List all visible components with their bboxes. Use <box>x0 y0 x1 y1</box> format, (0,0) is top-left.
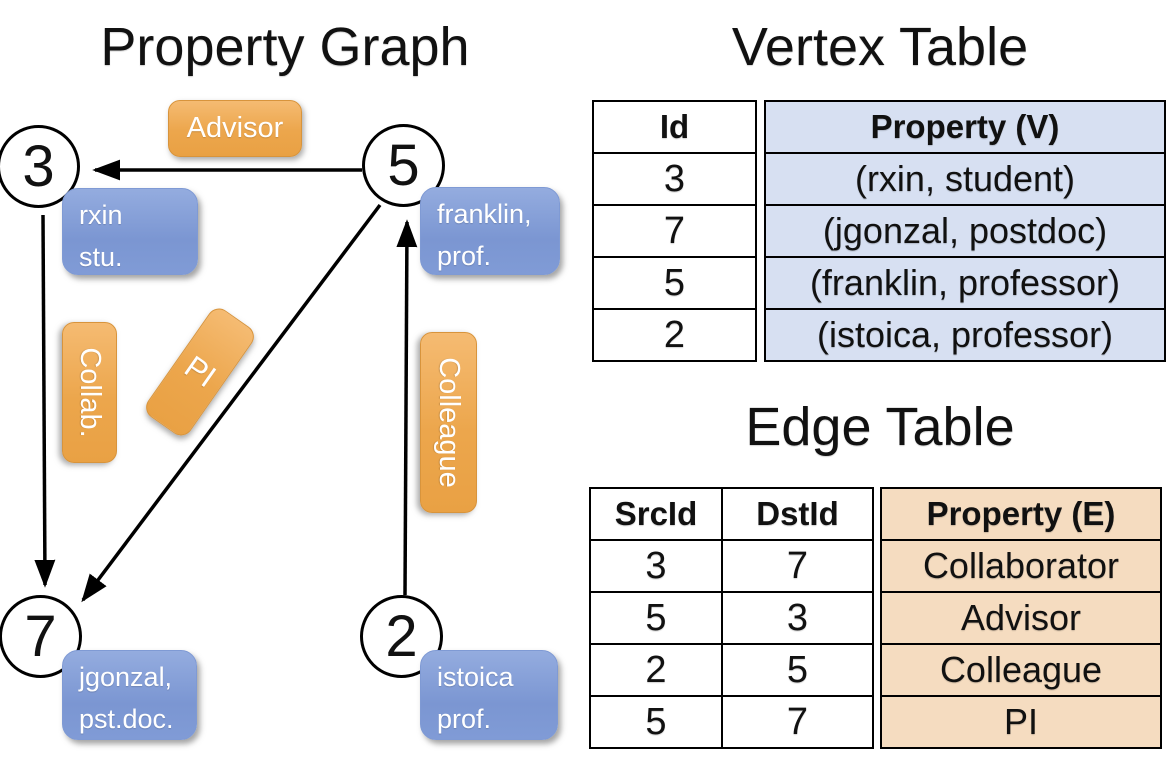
edge-src-cell: 5 <box>589 695 723 749</box>
edge-src-cell: 5 <box>589 591 723 645</box>
edge-dst-cell: 5 <box>721 643 874 697</box>
edge-dst-cell: 7 <box>721 539 874 593</box>
vertex-property-box-rxin: rxin stu. <box>62 188 198 275</box>
table-row: 5 <box>592 256 757 310</box>
edge-property-cell: Colleague <box>880 643 1162 697</box>
edge-src-cell: 3 <box>589 539 723 593</box>
table-row: 5 7 <box>589 695 874 749</box>
edge-property-cell: PI <box>880 695 1162 749</box>
vertex-property-line: pst.doc. <box>79 704 174 734</box>
table-row: 2 <box>592 308 757 362</box>
table-header-row: Property (V) <box>764 100 1166 154</box>
edge-src-cell: 2 <box>589 643 723 697</box>
table-row: (jgonzal, postdoc) <box>764 204 1166 258</box>
vertex-property-box-jgonzal: jgonzal, pst.doc. <box>62 650 197 740</box>
table-row: 3 <box>592 152 757 206</box>
vertex-table-title: Vertex Table <box>731 17 1029 77</box>
vertex-property-line: franklin, <box>437 199 532 229</box>
edge-line-pi-5-to-7 <box>81 203 382 603</box>
vertex-table: Id 3 7 5 2 Property (V) (rxin, student) … <box>592 100 1166 362</box>
table-row: 5 3 <box>589 591 874 645</box>
table-row: Advisor <box>880 591 1162 645</box>
vertex-property-box-istoica: istoica prof. <box>420 650 558 740</box>
vertex-id-cell: 2 <box>592 308 757 362</box>
vertex-property-cell: (franklin, professor) <box>764 256 1166 310</box>
vertex-property-line: prof. <box>437 241 492 271</box>
node-3-id: 3 <box>22 134 55 199</box>
vertex-property-line: jgonzal, <box>79 662 173 692</box>
vertex-id-cell: 5 <box>592 256 757 310</box>
edge-table-header-dstid: DstId <box>721 487 874 541</box>
edge-table-header-property: Property (E) <box>880 487 1162 541</box>
edge-table-header-srcid: SrcId <box>589 487 723 541</box>
node-2-id: 2 <box>385 604 418 669</box>
vertex-property-line: prof. <box>437 704 492 734</box>
edge-label-advisor: Advisor <box>168 100 302 157</box>
node-5-id: 5 <box>387 133 420 198</box>
vertex-table-header-property: Property (V) <box>764 100 1166 154</box>
edge-label-colleague: Colleague <box>420 332 477 513</box>
edge-table-title: Edge Table <box>745 397 1015 457</box>
vertex-id-cell: 3 <box>592 152 757 206</box>
edge-property-cell: Advisor <box>880 591 1162 645</box>
table-row: (franklin, professor) <box>764 256 1166 310</box>
vertex-table-id-column: Id 3 7 5 2 <box>592 100 757 362</box>
table-row: Collaborator <box>880 539 1162 593</box>
vertex-property-line: rxin <box>79 200 123 230</box>
edge-table-id-columns: SrcId DstId 3 7 5 3 2 5 5 7 <box>589 487 874 749</box>
edge-dst-cell: 3 <box>721 591 874 645</box>
table-header-row: Property (E) <box>880 487 1162 541</box>
property-graph-title: Property Graph <box>100 17 470 77</box>
vertex-property-cell: (jgonzal, postdoc) <box>764 204 1166 258</box>
table-row: (rxin, student) <box>764 152 1166 206</box>
table-row: (istoica, professor) <box>764 308 1166 362</box>
edge-property-cell: Collaborator <box>880 539 1162 593</box>
table-row: 7 <box>592 204 757 258</box>
vertex-table-property-column: Property (V) (rxin, student) (jgonzal, p… <box>764 100 1166 362</box>
vertex-property-box-franklin: franklin, prof. <box>420 187 560 275</box>
vertex-property-cell: (rxin, student) <box>764 152 1166 206</box>
vertex-property-line: istoica <box>437 662 514 692</box>
node-7-id: 7 <box>24 604 57 669</box>
table-row: Colleague <box>880 643 1162 697</box>
vertex-property-cell: (istoica, professor) <box>764 308 1166 362</box>
vertex-property-line: stu. <box>79 242 123 272</box>
vertex-id-cell: 7 <box>592 204 757 258</box>
edge-line-collaborator-3-to-7 <box>34 214 56 588</box>
table-row: 2 5 <box>589 643 874 697</box>
edge-table: SrcId DstId 3 7 5 3 2 5 5 7 Property (E)… <box>589 487 1162 749</box>
edge-dst-cell: 7 <box>721 695 874 749</box>
table-header-row: SrcId DstId <box>589 487 874 541</box>
edge-table-property-column: Property (E) Collaborator Advisor Collea… <box>880 487 1162 749</box>
table-row: PI <box>880 695 1162 749</box>
table-row: 3 7 <box>589 539 874 593</box>
edge-line-colleague-2-to-5 <box>396 219 418 596</box>
table-header-row: Id <box>592 100 757 154</box>
edge-label-collaborator: Collab. <box>62 322 117 463</box>
graph-edges-layer <box>34 159 418 603</box>
vertex-table-header-id: Id <box>592 100 757 154</box>
